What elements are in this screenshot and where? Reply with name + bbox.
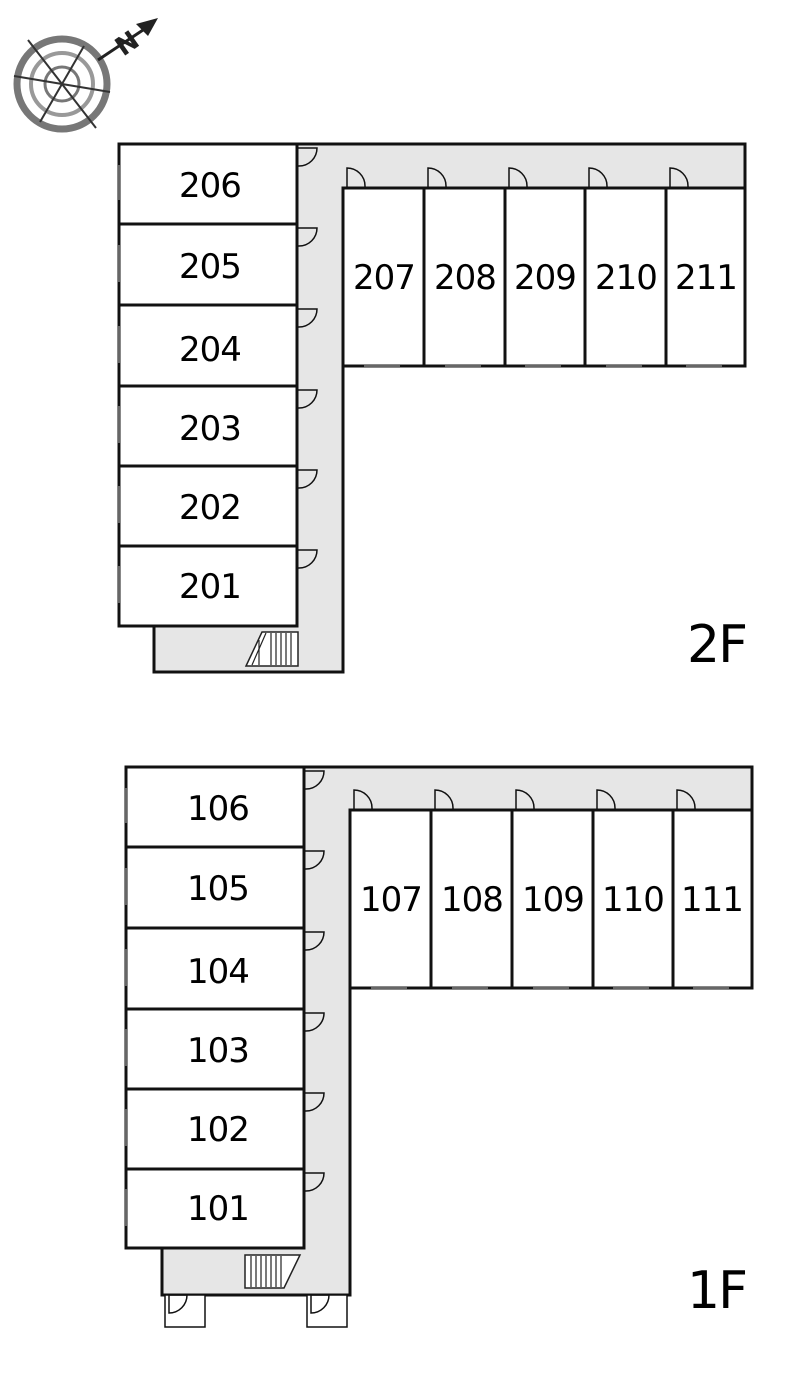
room-209: 209 <box>503 186 587 368</box>
svg-text:102: 102 <box>187 1110 249 1150</box>
entrance-door-icons <box>164 1294 348 1328</box>
room-211: 211 <box>664 186 747 368</box>
room-207: 207 <box>341 186 426 368</box>
svg-text:101: 101 <box>187 1189 249 1229</box>
room-104: 104 <box>124 926 306 1011</box>
room-203: 203 <box>117 384 299 468</box>
floor-1f: 106 105 104 103 102 101 <box>124 765 754 1328</box>
door-icons-1f-left <box>303 770 325 1192</box>
room-110: 110 <box>591 808 675 990</box>
room-103: 103 <box>124 1007 306 1091</box>
stairs-icon <box>244 631 299 667</box>
svg-text:204: 204 <box>179 330 241 370</box>
room-101: 101 <box>124 1167 306 1250</box>
door-icons-2f-left <box>296 147 318 569</box>
room-202: 202 <box>117 464 299 548</box>
svg-text:206: 206 <box>179 166 241 206</box>
room-210: 210 <box>583 186 668 368</box>
door-icons-2f-top <box>346 167 689 189</box>
svg-text:103: 103 <box>187 1031 249 1071</box>
floor-label-1f: 1F <box>687 1261 746 1321</box>
svg-text:111: 111 <box>681 880 743 920</box>
room-111: 111 <box>671 808 754 990</box>
svg-text:104: 104 <box>187 952 249 992</box>
floor-label-2f: 2F <box>687 615 746 675</box>
room-208: 208 <box>422 186 507 368</box>
room-205: 205 <box>117 222 299 307</box>
compass-icon: N <box>13 18 158 133</box>
svg-text:210: 210 <box>595 258 657 298</box>
svg-text:110: 110 <box>602 880 664 920</box>
room-105: 105 <box>124 845 306 930</box>
room-106: 106 <box>124 765 306 849</box>
svg-text:201: 201 <box>179 567 241 607</box>
svg-text:203: 203 <box>179 409 241 449</box>
svg-text:202: 202 <box>179 488 241 528</box>
room-102: 102 <box>124 1087 306 1171</box>
svg-text:109: 109 <box>522 880 584 920</box>
svg-text:106: 106 <box>187 789 249 829</box>
svg-text:108: 108 <box>441 880 503 920</box>
room-201: 201 <box>117 544 299 628</box>
door-icons-1f-top <box>353 789 696 811</box>
svg-text:207: 207 <box>353 258 415 298</box>
room-204: 204 <box>117 303 299 388</box>
room-108: 108 <box>429 808 514 990</box>
svg-text:105: 105 <box>187 869 249 909</box>
svg-text:209: 209 <box>514 258 576 298</box>
room-109: 109 <box>510 808 595 990</box>
floor-2f: 206 205 204 203 202 201 <box>117 142 748 675</box>
svg-text:107: 107 <box>360 880 422 920</box>
stairs-icon <box>244 1254 302 1289</box>
room-206: 206 <box>117 142 299 226</box>
svg-text:211: 211 <box>675 258 737 298</box>
room-107: 107 <box>348 808 433 990</box>
svg-text:208: 208 <box>434 258 496 298</box>
svg-text:205: 205 <box>179 247 241 287</box>
